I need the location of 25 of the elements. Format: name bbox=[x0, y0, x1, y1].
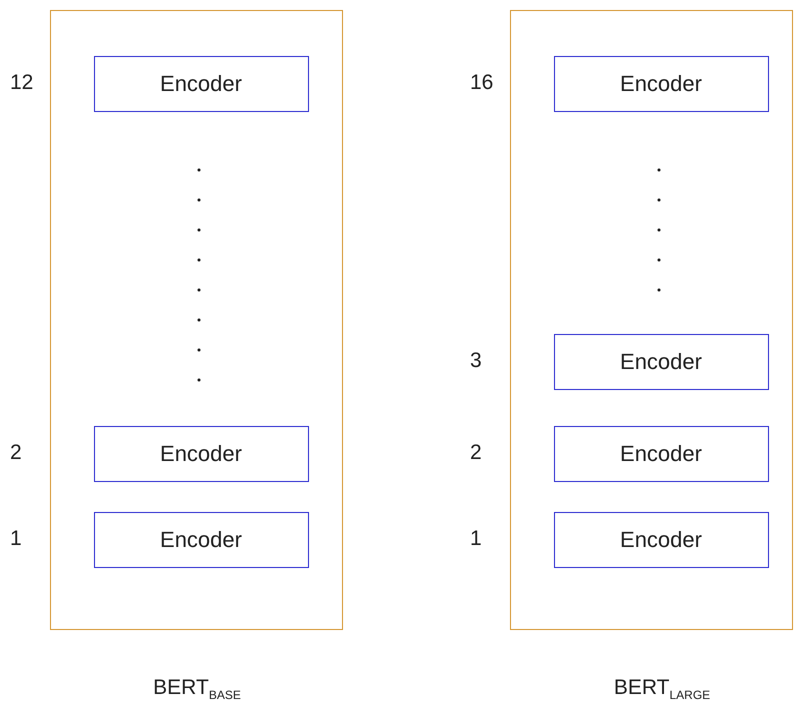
encoder-label: Encoder bbox=[620, 526, 702, 552]
encoder-label: Encoder bbox=[160, 526, 242, 552]
layer-number: 1 bbox=[470, 527, 482, 551]
layer-number: 2 bbox=[10, 441, 22, 465]
encoder-box bbox=[94, 426, 308, 482]
model-name: BERT$_{BASE}$ bbox=[152, 676, 242, 702]
layer-number: 3 bbox=[470, 349, 482, 373]
layer-number: 12 bbox=[10, 71, 34, 95]
layer-number: 1 bbox=[10, 527, 22, 551]
encoder-box bbox=[554, 56, 768, 112]
encoder-label: Encoder bbox=[160, 70, 242, 96]
model-frame bbox=[510, 10, 793, 630]
encoder-label: Encoder bbox=[620, 348, 702, 374]
encoder-box bbox=[554, 334, 768, 390]
layer-number: 2 bbox=[470, 441, 482, 465]
model-frame bbox=[50, 10, 343, 630]
layer-number: 16 bbox=[470, 71, 494, 95]
encoder-box bbox=[94, 56, 308, 112]
encoder-label: Encoder bbox=[160, 440, 242, 466]
encoder-box bbox=[554, 426, 768, 482]
encoder-label: Encoder bbox=[620, 440, 702, 466]
encoder-label: Encoder bbox=[620, 70, 702, 96]
encoder-box bbox=[94, 512, 308, 568]
model-name: BERT$_{LARGE}$ bbox=[612, 676, 712, 702]
encoder-box bbox=[554, 512, 768, 568]
